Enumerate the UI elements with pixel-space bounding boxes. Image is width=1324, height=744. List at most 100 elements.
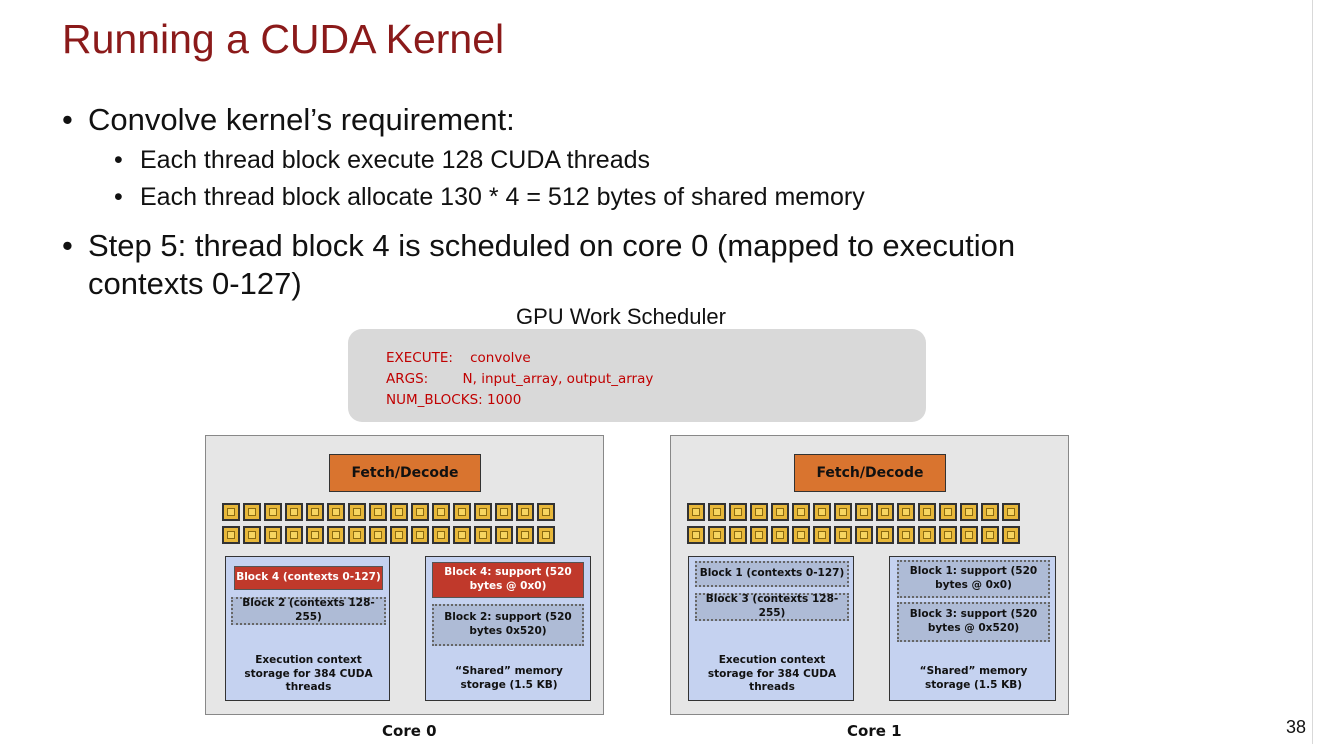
- alu-row-1: [222, 503, 555, 521]
- shared-caption: “Shared” memory storage (1.5 KB): [919, 665, 1028, 691]
- alu-unit: [981, 526, 999, 544]
- alu-unit: [285, 526, 303, 544]
- alu-unit: [369, 503, 387, 521]
- alu-unit: [855, 526, 873, 544]
- slide-border-line: [1312, 0, 1313, 744]
- scheduler-box: [348, 329, 926, 422]
- num-blocks-value: 1000: [487, 392, 522, 408]
- alu-unit: [432, 503, 450, 521]
- alu-unit: [960, 526, 978, 544]
- alu-unit: [729, 526, 747, 544]
- shared-block-3: Block 3: support (520 bytes @ 0x520): [897, 602, 1050, 642]
- alu-unit: [687, 503, 705, 521]
- alu-unit: [981, 503, 999, 521]
- alu-unit: [792, 526, 810, 544]
- core-0-label: Core 0: [382, 722, 437, 740]
- alu-row-1: [687, 503, 1020, 521]
- alu-unit: [243, 503, 261, 521]
- core-1-label: Core 1: [847, 722, 902, 740]
- alu-unit: [495, 526, 513, 544]
- scheduler-numblocks-line: NUM_BLOCKS: 1000: [386, 392, 521, 408]
- alu-unit: [453, 503, 471, 521]
- bullet-glyph: •: [62, 102, 73, 137]
- bullet-step5: • Step 5: thread block 4 is scheduled on …: [62, 228, 1015, 264]
- alu-unit: [516, 526, 534, 544]
- alu-unit: [537, 526, 555, 544]
- alu-unit: [792, 503, 810, 521]
- alu-unit: [834, 503, 852, 521]
- alu-unit: [327, 526, 345, 544]
- alu-unit: [687, 526, 705, 544]
- alu-unit: [750, 526, 768, 544]
- shared-caption: “Shared” memory storage (1.5 KB): [455, 665, 563, 691]
- alu-row-2: [222, 526, 555, 544]
- bullet-requirement: • Convolve kernel’s requirement:: [62, 102, 515, 138]
- alu-unit: [855, 503, 873, 521]
- alu-unit: [771, 526, 789, 544]
- alu-unit: [708, 526, 726, 544]
- alu-unit: [222, 503, 240, 521]
- alu-unit: [960, 503, 978, 521]
- shared-memory-panel: Block 4: support (520 bytes @ 0x0) Block…: [425, 556, 591, 701]
- alu-unit: [729, 503, 747, 521]
- shared-block-4: Block 4: support (520 bytes @ 0x0): [432, 562, 584, 598]
- alu-unit: [222, 526, 240, 544]
- bullet-text: Convolve kernel’s requirement:: [88, 102, 515, 137]
- alu-unit: [918, 526, 936, 544]
- execution-context-panel: Block 4 (contexts 0-127) Block 2 (contex…: [225, 556, 390, 701]
- alu-unit: [264, 503, 282, 521]
- alu-unit: [897, 503, 915, 521]
- alu-unit: [474, 503, 492, 521]
- alu-unit: [390, 526, 408, 544]
- scheduler-args-line: ARGS: N, input_array, output_array: [386, 371, 653, 387]
- num-blocks-label: NUM_BLOCKS:: [386, 392, 483, 408]
- alu-unit: [453, 526, 471, 544]
- bullet-glyph: •: [114, 146, 123, 174]
- bullet-glyph: •: [62, 228, 73, 263]
- page-number: 38: [1286, 717, 1307, 737]
- args-label: ARGS:: [386, 371, 429, 387]
- alu-unit: [516, 503, 534, 521]
- bullet-text: Step 5: thread block 4 is scheduled on c…: [88, 228, 1016, 263]
- exec-block-2: Block 2 (contexts 128-255): [231, 597, 386, 625]
- scheduler-execute-line: EXECUTE: convolve: [386, 350, 531, 366]
- alu-unit: [897, 526, 915, 544]
- execution-context-panel: Block 1 (contexts 0-127) Block 3 (contex…: [688, 556, 854, 701]
- alu-unit: [834, 526, 852, 544]
- execute-value: convolve: [470, 350, 531, 366]
- alu-unit: [750, 503, 768, 521]
- sub-bullet-threads: •Each thread block execute 128 CUDA thre…: [114, 146, 650, 175]
- exec-caption: Execution context storage for 384 CUDA t…: [244, 654, 373, 694]
- alu-unit: [876, 503, 894, 521]
- exec-block-3: Block 3 (contexts 128-255): [695, 593, 849, 621]
- sub-bullet-shared-memory: •Each thread block allocate 130 * 4 = 51…: [114, 183, 865, 212]
- core-1: Fetch/Decode Block 1 (contexts 0-127) Bl…: [670, 435, 1069, 715]
- alu-unit: [306, 503, 324, 521]
- alu-unit: [411, 526, 429, 544]
- fetch-decode-unit: Fetch/Decode: [329, 454, 481, 492]
- alu-unit: [813, 503, 831, 521]
- alu-unit: [432, 526, 450, 544]
- alu-unit: [813, 526, 831, 544]
- alu-unit: [411, 503, 429, 521]
- alu-unit: [876, 526, 894, 544]
- alu-unit: [708, 503, 726, 521]
- args-value: N, input_array, output_array: [462, 371, 654, 387]
- exec-block-1: Block 1 (contexts 0-127): [695, 561, 849, 587]
- alu-unit: [495, 503, 513, 521]
- fetch-decode-unit: Fetch/Decode: [794, 454, 946, 492]
- bullet-step5-continued: contexts 0-127): [88, 266, 302, 301]
- alu-unit: [369, 526, 387, 544]
- alu-unit: [939, 503, 957, 521]
- exec-block-4: Block 4 (contexts 0-127): [234, 566, 383, 590]
- alu-unit: [1002, 503, 1020, 521]
- slide-title: Running a CUDA Kernel: [62, 16, 505, 62]
- alu-unit: [537, 503, 555, 521]
- scheduler-title: GPU Work Scheduler: [516, 304, 726, 329]
- alu-unit: [939, 526, 957, 544]
- alu-unit: [327, 503, 345, 521]
- shared-block-2: Block 2: support (520 bytes 0x520): [432, 604, 584, 646]
- alu-unit: [390, 503, 408, 521]
- alu-unit: [306, 526, 324, 544]
- alu-unit: [918, 503, 936, 521]
